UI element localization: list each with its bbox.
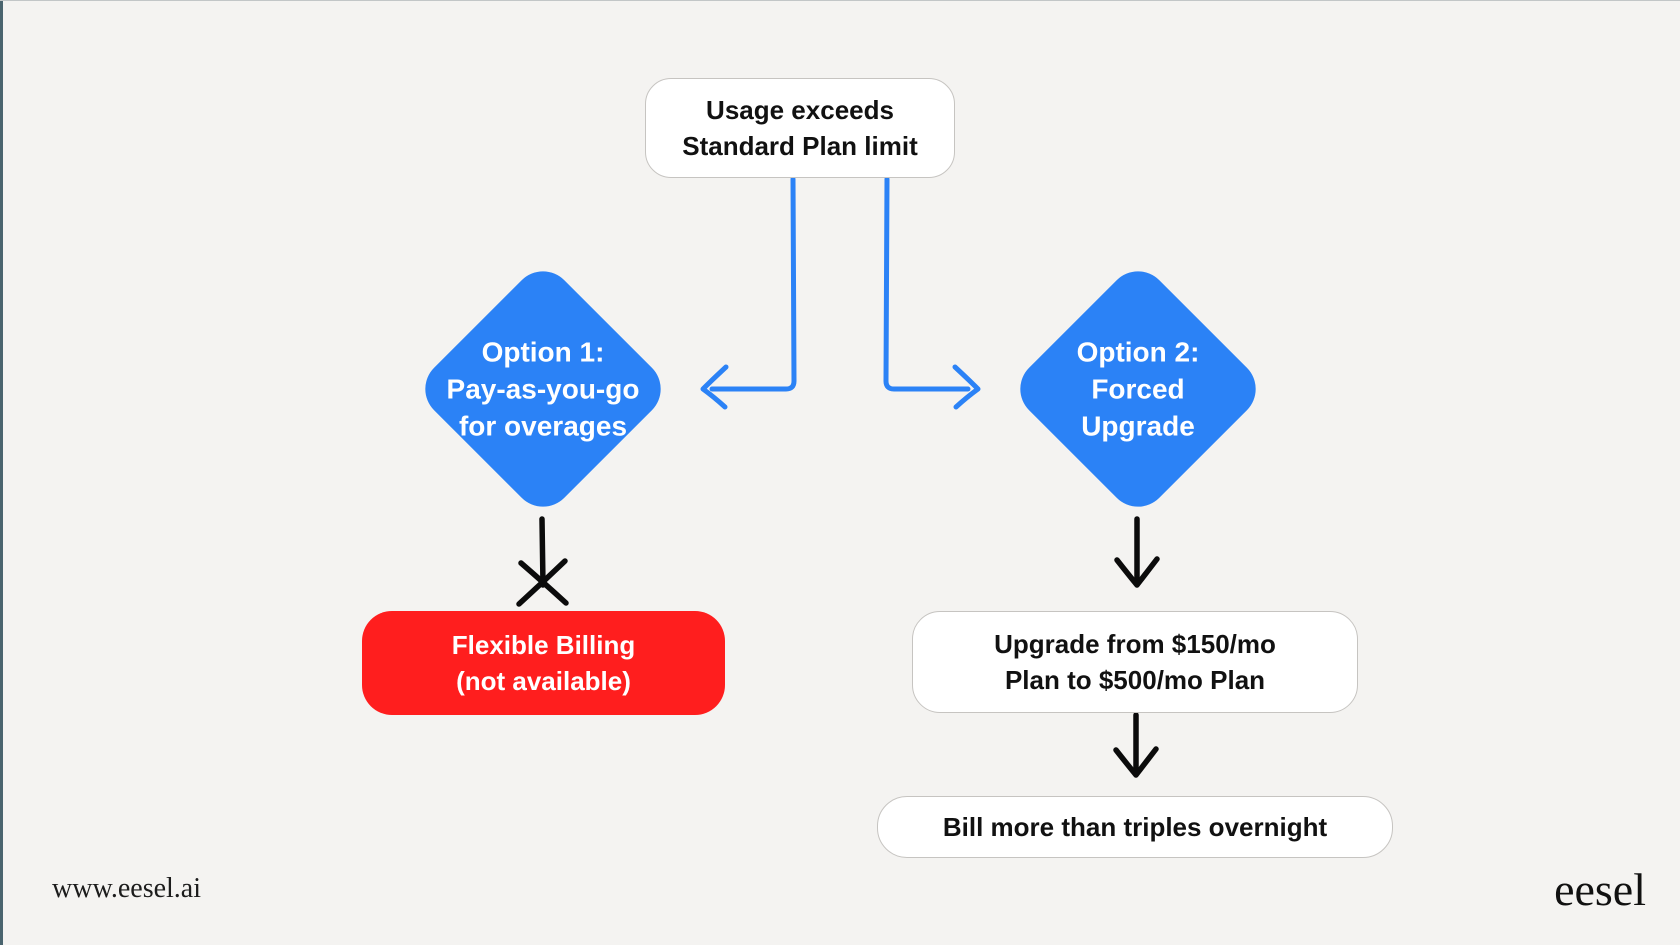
brand-logo: eesel bbox=[1554, 864, 1646, 915]
upgrade-arrow bbox=[1114, 516, 1160, 588]
branch-left-arrow bbox=[700, 176, 797, 410]
option2-decision-label: Option 2: Forced Upgrade bbox=[1076, 336, 1200, 442]
option2-outcome-label: Bill more than triples overnight bbox=[942, 812, 1328, 842]
bill-arrow bbox=[1113, 712, 1159, 778]
start-node: Usage exceeds Standard Plan limit bbox=[645, 78, 955, 178]
option2-step-label: Upgrade from $150/mo Plan to $500/mo Pla… bbox=[994, 629, 1276, 695]
branch-right-arrow bbox=[883, 176, 981, 410]
footer-website-url: www.eesel.ai bbox=[52, 873, 202, 904]
start-node-label: Usage exceeds Standard Plan limit bbox=[682, 95, 918, 161]
blocked-arrow bbox=[516, 516, 569, 607]
option2-step-node: Upgrade from $150/mo Plan to $500/mo Pla… bbox=[912, 611, 1358, 713]
option1-result-node: Flexible Billing (not available) bbox=[362, 611, 725, 715]
option1-decision-node: Option 1: Pay-as-you-go for overages bbox=[412, 258, 674, 520]
left-edge-bar bbox=[0, 1, 3, 945]
option2-outcome-node: Bill more than triples overnight bbox=[877, 796, 1393, 858]
option2-decision-node: Option 2: Forced Upgrade bbox=[1007, 258, 1269, 520]
option1-decision-label: Option 1: Pay-as-you-go for overages bbox=[446, 336, 640, 442]
option1-result-label: Flexible Billing (not available) bbox=[451, 630, 636, 696]
